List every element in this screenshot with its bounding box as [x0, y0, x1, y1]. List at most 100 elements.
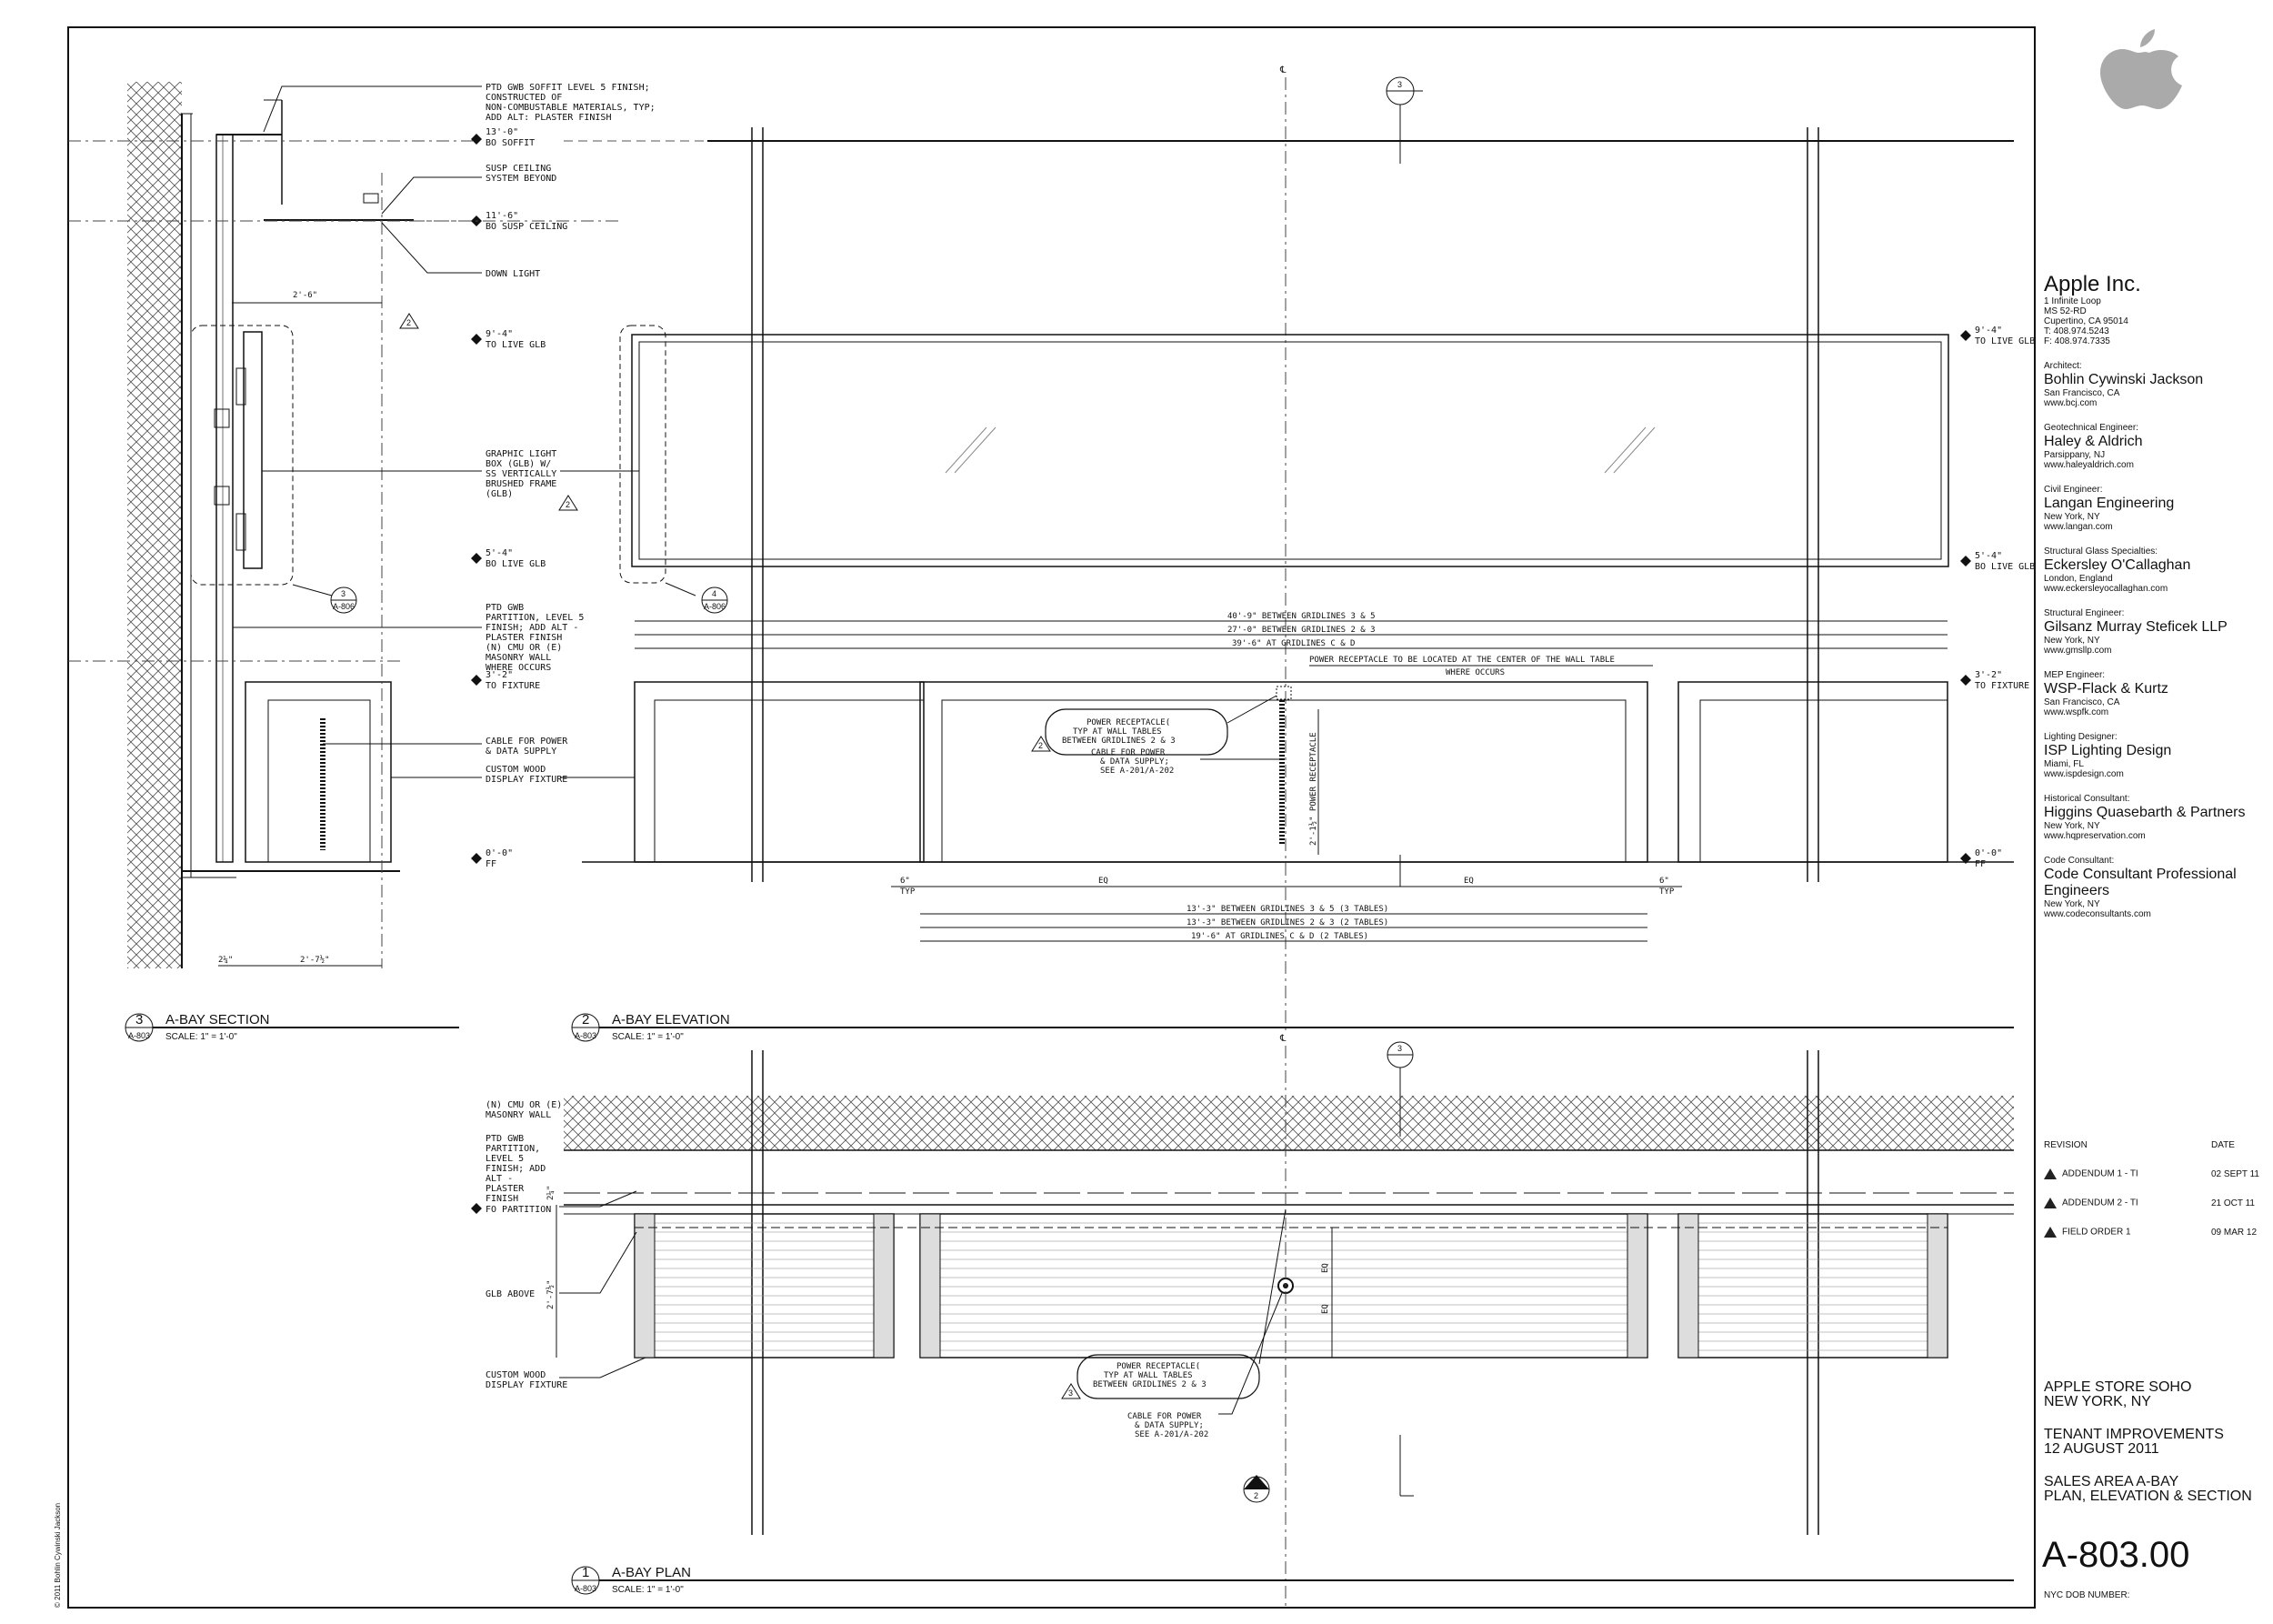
- plan-partition-2: PARTITION,: [486, 1144, 540, 1154]
- right-level-ff: 0'-0" FF: [1960, 848, 2002, 869]
- revision-triangle-icon: [2044, 1227, 2057, 1238]
- view-title-section: 3 A-803 A-BAY SECTION SCALE: 1" = 1'-0": [125, 1012, 459, 1042]
- elevation-dim-6: 6": [900, 877, 910, 886]
- level-marker-to-glb: 9'-4" TO LIVE GLB: [471, 329, 546, 350]
- level-label: BO LIVE GLB: [486, 559, 546, 569]
- consultant-detail: www.haleyaldrich.com: [2044, 460, 2134, 470]
- plan-cmu-1: (N) CMU OR (E): [486, 1100, 562, 1110]
- elevation-delta-number: 2: [1038, 741, 1043, 750]
- consultant-firm: Eckersley O'Callaghan: [2044, 557, 2191, 573]
- soffit-note-2: CONSTRUCTED OF: [486, 93, 562, 103]
- level-label: BO SUSP CEILING: [486, 222, 567, 232]
- revision-row: ADDENDUM 2 - TI 21 OCT 11: [2044, 1198, 2264, 1208]
- plan-partition-7: FINISH: [486, 1194, 518, 1204]
- level-label: FF: [486, 859, 496, 869]
- plan-section-mark-number: 3: [1397, 1044, 1402, 1053]
- receptacle-cloud-2: TYP AT WALL TABLES: [1073, 727, 1162, 737]
- plan-dim-eq-1: EQ: [1321, 1263, 1330, 1273]
- delta-tag-icon: [1061, 1383, 1081, 1399]
- level-label: TO LIVE GLB: [486, 340, 546, 350]
- consultant-detail: New York, NY: [2044, 636, 2100, 646]
- cable-ref-3: SEE A-201/A-202: [1100, 767, 1174, 776]
- a-bay-section: 2'-6" 2¼" 2'-7½" 2 3 A-806: [68, 82, 482, 968]
- consultant-detail: www.langan.com: [2044, 522, 2113, 532]
- power-note-1: POWER RECEPTACLE TO BE LOCATED AT THE CE…: [1309, 656, 1615, 665]
- plan-masonry-hatch: [564, 1096, 2014, 1150]
- owner-company: Apple Inc.: [2044, 272, 2141, 296]
- consultant-detail: www.hqpreservation.com: [2044, 831, 2146, 841]
- revision-header-label: REVISION: [2044, 1140, 2088, 1150]
- consultant-detail: www.codeconsultants.com: [2044, 909, 2151, 919]
- elevation-dim-upper-2: 27'-0" BETWEEN GRIDLINES 2 & 3: [1227, 626, 1376, 635]
- consultant-entry: Historical Consultant:Higgins Quasebarth…: [2044, 794, 2264, 841]
- section-cmu-2: MASONRY WALL: [486, 653, 551, 663]
- consultant-firm: Bohlin Cywinski Jackson: [2044, 372, 2204, 387]
- section-level-markers: 13'-0" BO SOFFIT 11'-6" BO SUSP CEILING …: [471, 127, 567, 869]
- level-marker-to-fixture: 3'-2" TO FIXTURE: [471, 670, 540, 691]
- view-title-elevation: 2 A-803 A-BAY ELEVATION SCALE: 1" = 1'-0…: [571, 1012, 2014, 1042]
- level-label: BO LIVE GLB: [1975, 562, 2035, 572]
- view-number: 2: [582, 1012, 589, 1028]
- sheet-border: [67, 26, 2036, 1609]
- section-partition-3: FINISH; ADD ALT -: [486, 623, 578, 633]
- revision-triangle-icon: [2044, 1168, 2057, 1179]
- title-block: Apple Inc. 1 Infinite Loop MS 52-RD Cupe…: [2044, 273, 2264, 1624]
- elevation-dim-eq-1: EQ: [1098, 877, 1108, 886]
- section-cmu-1: (N) CMU OR (E): [486, 643, 562, 653]
- revision-name: ADDENDUM 2 - TI: [2062, 1198, 2138, 1208]
- elevation-notes: POWER RECEPTACLE( TYP AT WALL TABLES BET…: [1062, 718, 1176, 776]
- consultant-role: Structural Glass Specialties:: [2044, 546, 2158, 556]
- owner-address: 1 Infinite Loop MS 52-RD Cupertino, CA 9…: [2044, 296, 2264, 346]
- level-value: 0'-0": [486, 848, 513, 858]
- date-header-label: DATE: [2211, 1140, 2235, 1150]
- plan-cloud-2: TYP AT WALL TABLES: [1104, 1371, 1193, 1380]
- revision-date: 09 MAR 12: [2211, 1227, 2258, 1238]
- level-label: BO SOFFIT: [486, 138, 535, 148]
- cable-ref-2: & DATA SUPPLY;: [1100, 757, 1169, 767]
- plan-cmu-2: MASONRY WALL: [486, 1110, 551, 1120]
- plan-delta-number: 3: [1068, 1388, 1073, 1398]
- level-value: 9'-4": [1975, 326, 2002, 336]
- consultant-firm: Haley & Aldrich: [2044, 434, 2143, 449]
- plan-cable-1: CABLE FOR POWER: [1127, 1412, 1202, 1421]
- level-label: TO FIXTURE: [1975, 681, 2029, 691]
- elevation-detail-sheet: A-806: [704, 602, 726, 611]
- project-location: NEW YORK, NY: [2044, 1394, 2151, 1409]
- consultant-firm: Gilsanz Murray Steficek LLP: [2044, 619, 2228, 635]
- revision-triangle-icon: [2044, 1198, 2057, 1208]
- glb-note-5: (GLB): [486, 489, 513, 499]
- section-fixture-2: DISPLAY FIXTURE: [486, 775, 567, 785]
- elevation-dim-eq-2: EQ: [1464, 877, 1474, 886]
- plan-dim-eq-2: EQ: [1321, 1304, 1330, 1314]
- power-note-2: WHERE OCCURS: [1446, 668, 1505, 677]
- susp-ceiling-1: SUSP CEILING: [486, 164, 551, 174]
- consultant-detail: London, England: [2044, 574, 2113, 584]
- cable-ref-1: CABLE FOR POWER: [1091, 748, 1166, 757]
- delta-tag-icon: [399, 313, 419, 329]
- elevation-dim-lower-3: 19'-6" AT GRIDLINES C & D (2 TABLES): [1191, 932, 1368, 941]
- consultant-firm: Higgins Quasebarth & Partners: [2044, 805, 2246, 820]
- level-value: 9'-4": [486, 329, 513, 339]
- plan-fixture-1: CUSTOM WOOD: [486, 1370, 546, 1380]
- level-value: 5'-4": [1975, 551, 2002, 561]
- plan-partition-6: PLASTER: [486, 1184, 525, 1194]
- section-masonry-hatch: [127, 82, 182, 968]
- consultant-role: Structural Engineer:: [2044, 608, 2125, 618]
- section-detail-sheet: A-806: [333, 602, 355, 611]
- elevation-dim-lower-1: 13'-3" BETWEEN GRIDLINES 3 & 5 (3 TABLES…: [1187, 905, 1388, 914]
- consultant-entry: Code Consultant:Code Consultant Professi…: [2044, 856, 2264, 919]
- consultant-firm: Langan Engineering: [2044, 496, 2175, 511]
- elevation-vertical-label: 2'-1½" POWER RECEPTACLE: [1308, 732, 1318, 846]
- revision-name: ADDENDUM 1 - TI: [2062, 1168, 2138, 1179]
- level-value: 3'-2": [486, 670, 513, 680]
- consultant-firm: WSP-Flack & Kurtz: [2044, 681, 2168, 697]
- level-value: 13'-0": [486, 127, 518, 137]
- plan-notes: (N) CMU OR (E) MASONRY WALL PTD GWB PART…: [471, 1100, 1208, 1439]
- revision-name: FIELD ORDER 1: [2062, 1227, 2131, 1238]
- consultant-detail: San Francisco, CA: [2044, 697, 2120, 707]
- section-fixture-1: CUSTOM WOOD: [486, 765, 546, 775]
- owner-line: F: 408.974.7335: [2044, 336, 2110, 346]
- delta-tag-icon: [1031, 736, 1051, 752]
